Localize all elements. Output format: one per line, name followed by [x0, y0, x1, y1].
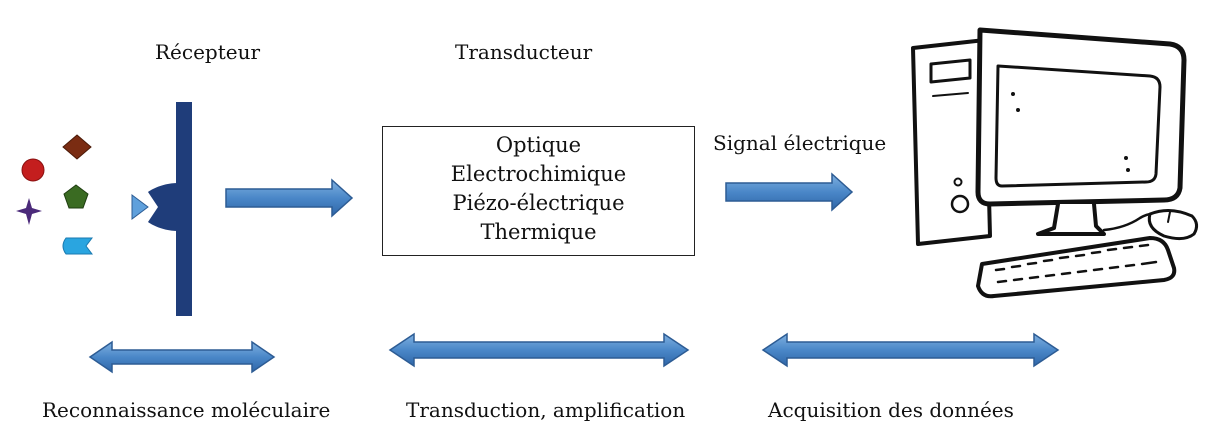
double-arrow-recognition [88, 340, 276, 374]
arrow-to-computer [725, 172, 854, 212]
transducer-type-thermal: Thermique [480, 220, 597, 244]
purple-star-analyte [16, 198, 42, 225]
receptor-label: Récepteur [155, 40, 261, 64]
arrow-to-transducer [225, 178, 354, 218]
red-circle-analyte [21, 158, 45, 182]
receptor-bar-icon [131, 102, 192, 316]
green-pentagon-analyte [63, 184, 89, 209]
double-arrow-acquisition [761, 332, 1060, 368]
signal-label: Signal électrique [713, 131, 887, 155]
acquisition-label: Acquisition des données [768, 398, 1014, 422]
transducer-box: Optique Electrochimique Piézo-électrique… [382, 126, 695, 256]
double-arrow-transduction [388, 332, 690, 368]
recognition-label: Reconnaissance moléculaire [42, 398, 331, 422]
transducer-label: Transducteur [455, 40, 593, 64]
transducer-type-optical: Optique [495, 133, 582, 157]
transducer-type-piezoelectric: Piézo-électrique [452, 191, 625, 215]
desktop-computer-icon [911, 27, 1199, 299]
transduction-label: Transduction, amplification [406, 398, 686, 422]
brown-diamond-analyte [62, 134, 92, 160]
blue-capsule-analyte [62, 237, 93, 255]
transducer-type-electrochemical: Electrochimique [450, 162, 627, 186]
